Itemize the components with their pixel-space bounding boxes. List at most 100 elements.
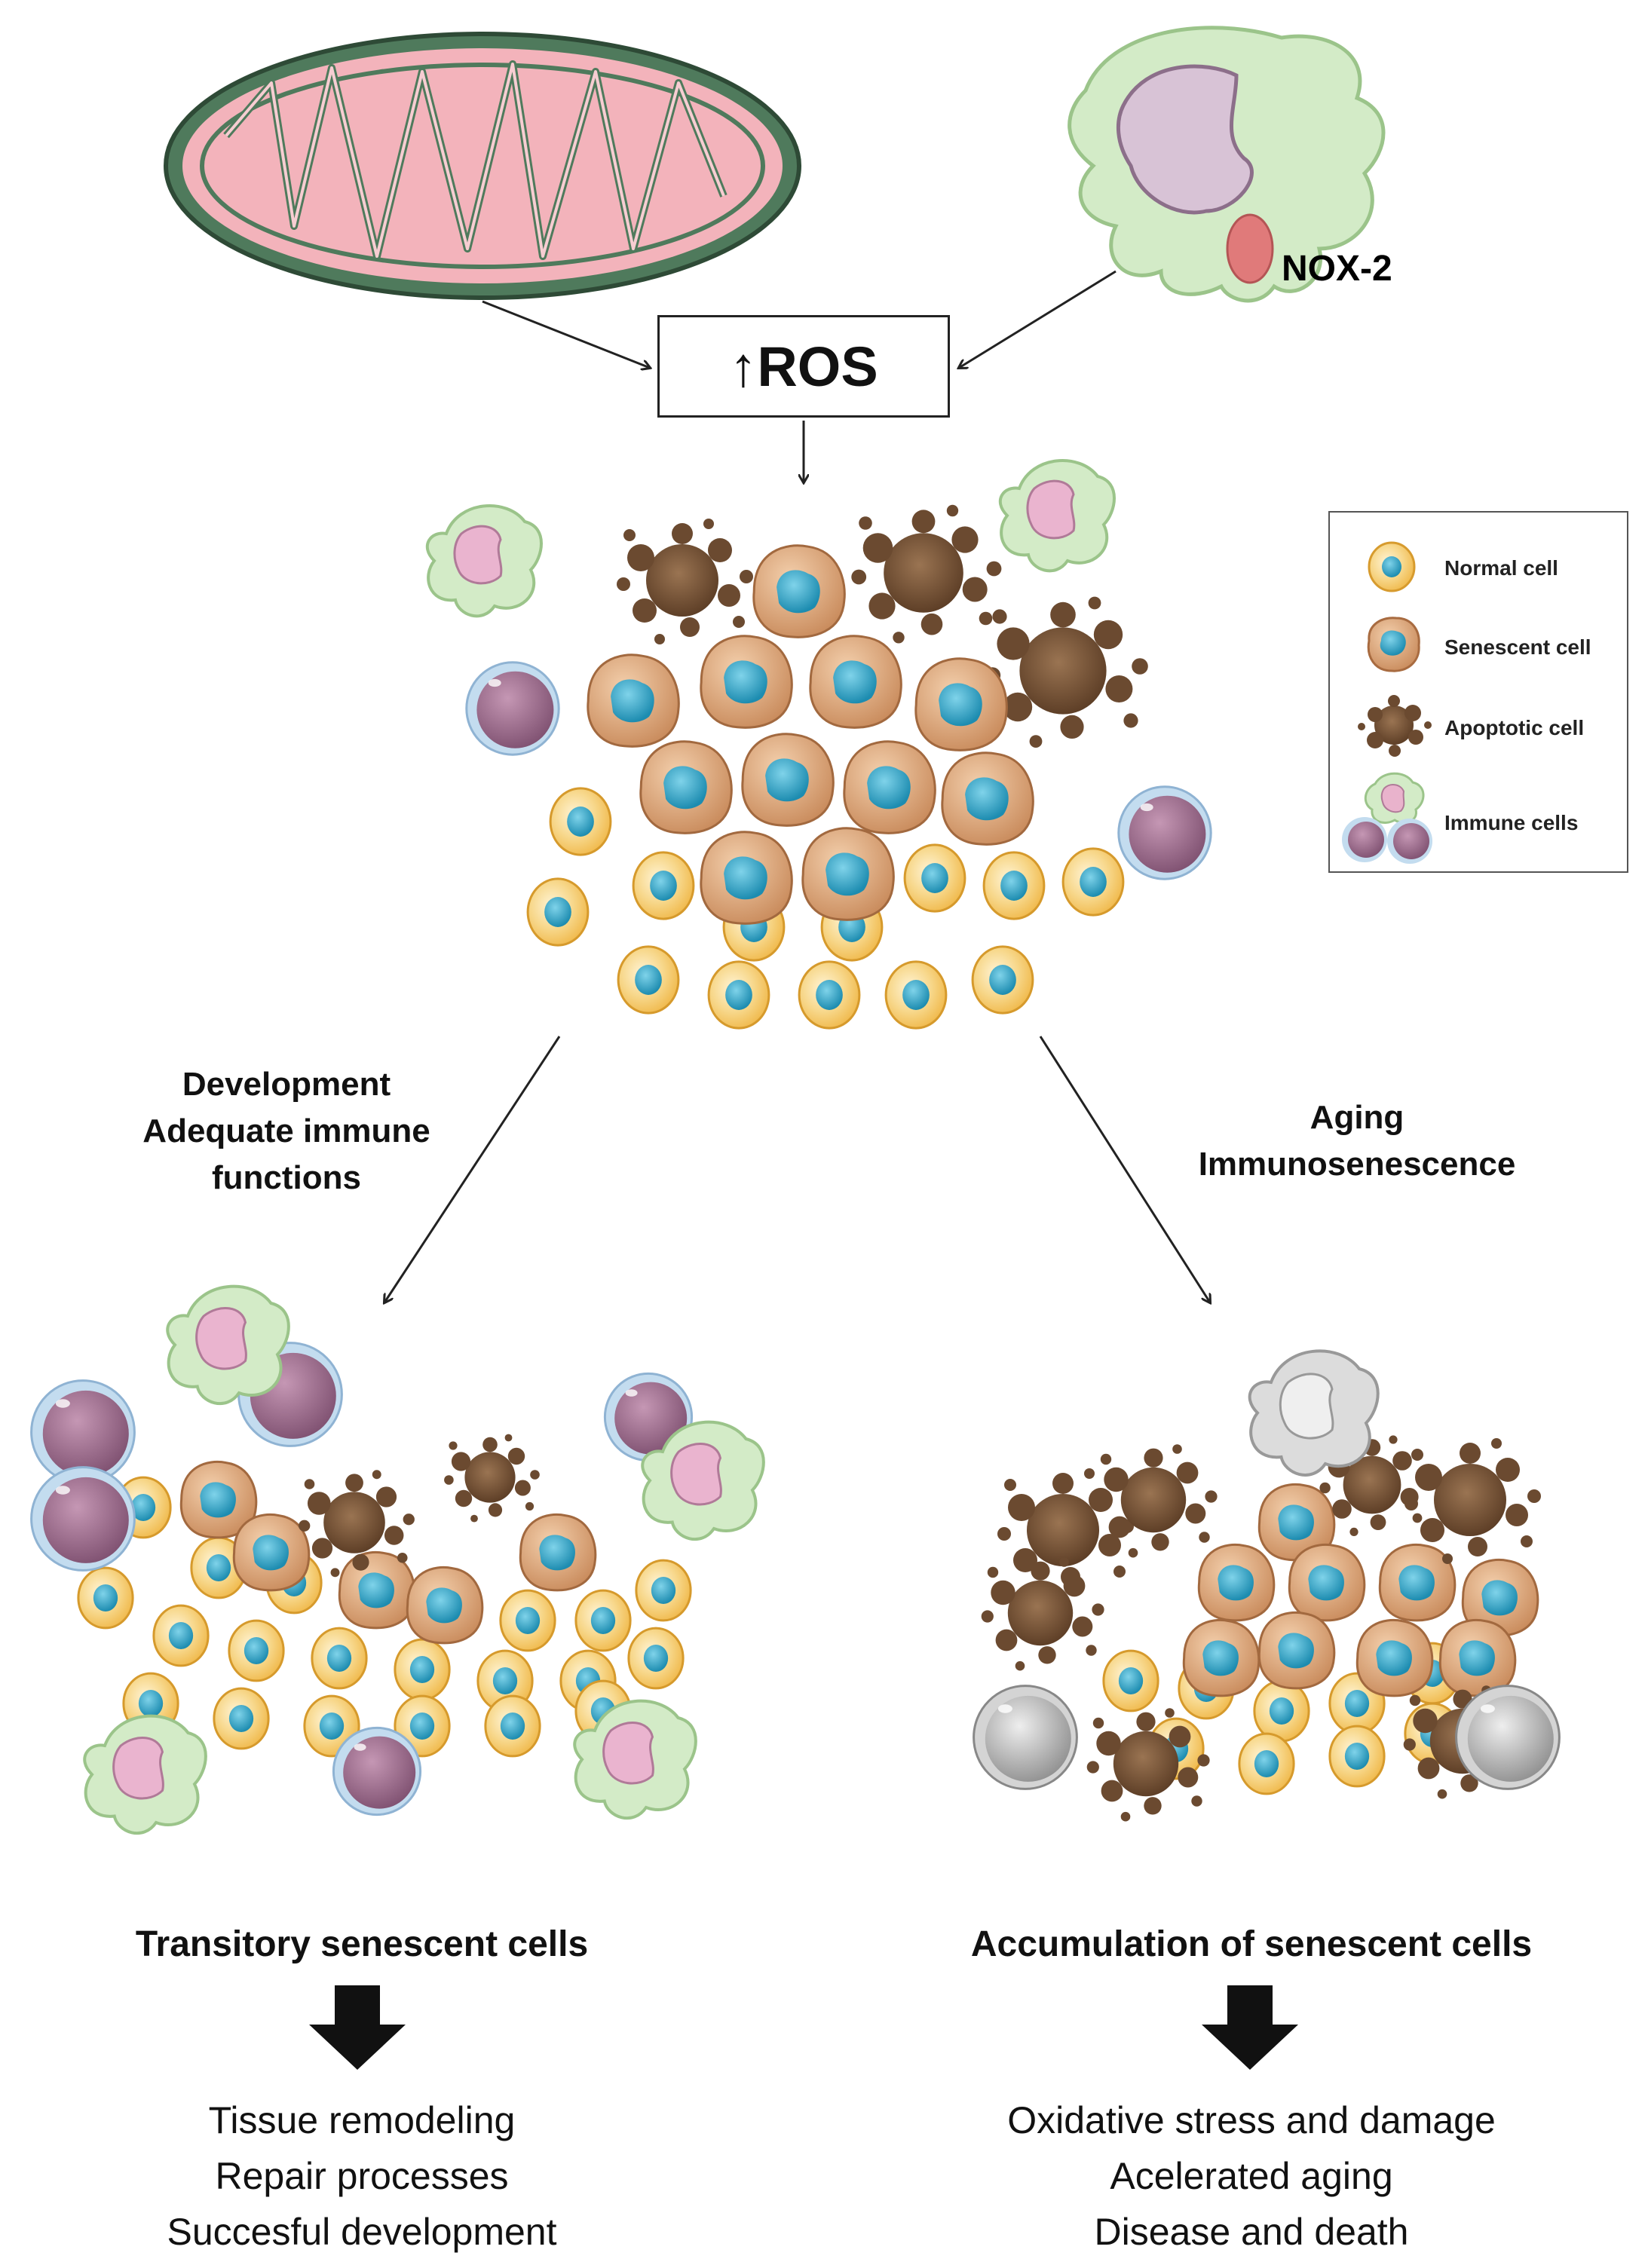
- normal-cell: [499, 1589, 556, 1652]
- senescent-cell: [179, 1460, 258, 1539]
- left-condition-line: Adequate immune: [142, 1113, 430, 1149]
- senescent-cell: [1378, 1543, 1457, 1622]
- central-tissue: [425, 459, 1212, 1030]
- right-condition-line: Aging: [1310, 1099, 1404, 1136]
- normal-cell: [152, 1604, 210, 1667]
- right-outcome: Disease and death: [1094, 2211, 1409, 2253]
- right-tissue: [973, 1349, 1561, 1822]
- senescent-cell: [338, 1550, 416, 1630]
- lymphocyte: [332, 1726, 422, 1817]
- lymphocyte: [30, 1466, 136, 1572]
- lymphocyte: [465, 661, 560, 756]
- macrophage: [166, 1284, 290, 1406]
- right-result-title: Accumulation of senescent cells: [970, 1924, 1533, 1964]
- normal-cell: [77, 1566, 134, 1630]
- lymphocyte: [30, 1379, 136, 1485]
- normal-cell: [798, 960, 861, 1030]
- right-outcomes: Oxidative stress and damage Acelerated a…: [905, 2092, 1598, 2260]
- arrow-nox-to-ros: [959, 270, 1117, 368]
- right-outcome: Oxidative stress and damage: [1007, 2099, 1496, 2141]
- normal-cell: [1102, 1649, 1159, 1712]
- legend-item-immune: Immune cells: [1330, 769, 1627, 867]
- senescent-cell: [700, 831, 793, 925]
- left-outcome: Repair processes: [215, 2155, 509, 2197]
- left-condition-line: functions: [212, 1159, 361, 1196]
- normal-cell-icon: [1368, 541, 1416, 592]
- senescent-cell: [1288, 1543, 1366, 1622]
- macrophage: [83, 1714, 207, 1835]
- normal-cell: [617, 945, 680, 1015]
- right-outcome: Acelerated aging: [1110, 2155, 1393, 2197]
- normal-cell: [1061, 847, 1125, 917]
- arrow-mito-to-ros: [482, 300, 650, 368]
- normal-cell: [903, 843, 966, 913]
- apoptotic-cell: [997, 1468, 1134, 1594]
- legend-label: Immune cells: [1444, 811, 1579, 834]
- senescent-cell: [843, 740, 936, 834]
- mitochondrion-icon: [164, 32, 801, 300]
- apoptotic-cell: [1404, 1438, 1541, 1564]
- senescent-cell: [914, 657, 1008, 751]
- legend-label: Normal cell: [1444, 556, 1558, 580]
- right-condition: Aging Immunosenescence: [1131, 1094, 1583, 1188]
- senescent-cell: [752, 544, 846, 638]
- normal-cell: [1328, 1725, 1386, 1788]
- apoptotic-cell: [851, 504, 1002, 644]
- apoptotic-cell: [984, 596, 1148, 748]
- senescent-cell: [1438, 1618, 1517, 1697]
- senescent-cell-icon: [1367, 617, 1420, 672]
- ros-box: ↑ROS: [657, 315, 950, 418]
- left-condition: Development Adequate immune functions: [98, 1061, 475, 1201]
- arrow-left-branch: [384, 1036, 561, 1302]
- down-arrow-left: [309, 1985, 406, 2070]
- legend: Normal cell Senescent cell Apoptotic cel…: [1328, 511, 1628, 873]
- senescent-cell: [1197, 1543, 1276, 1622]
- arrow-right-branch: [1039, 1036, 1210, 1302]
- right-condition-line: Immunosenescence: [1198, 1146, 1516, 1183]
- senescent-cell: [232, 1513, 311, 1592]
- senescent-cell: [519, 1513, 597, 1592]
- down-arrow-right: [1202, 1985, 1298, 2070]
- normal-cell: [484, 1694, 541, 1758]
- senescent-cell: [587, 653, 680, 748]
- senescent-cell: [1182, 1618, 1261, 1697]
- senescent-cell: [1257, 1611, 1336, 1690]
- left-outcomes: Tissue remodeling Repair processes Succe…: [45, 2092, 678, 2260]
- normal-cell: [627, 1627, 685, 1690]
- normal-cell: [884, 960, 948, 1030]
- normal-cell: [1238, 1732, 1295, 1795]
- senescent-cell: [801, 827, 895, 921]
- normal-cell: [228, 1619, 285, 1682]
- apoptotic-cell: [981, 1557, 1104, 1671]
- senescent-cell: [941, 751, 1034, 846]
- normal-cell: [394, 1638, 451, 1701]
- senescent-cell: [406, 1566, 484, 1645]
- nox2-enzyme-icon: [1226, 213, 1274, 284]
- normal-cell: [971, 945, 1034, 1015]
- normal-cell: [190, 1536, 247, 1599]
- legend-item-apoptotic: Apoptotic cell: [1330, 687, 1627, 763]
- normal-cell: [311, 1627, 368, 1690]
- legend-item-senescent: Senescent cell: [1330, 607, 1627, 682]
- immune-cells-icon: [1342, 772, 1432, 864]
- macrophage: [998, 459, 1116, 573]
- nox2-label: NOX-2: [1282, 249, 1392, 289]
- macrophage: [641, 1420, 765, 1541]
- left-result-title: Transitory senescent cells: [135, 1924, 589, 1964]
- macrophage-icon: [1068, 26, 1386, 303]
- apoptotic-cell: [1094, 1444, 1218, 1558]
- senescent-cell: [639, 740, 733, 834]
- apoptotic-cell: [299, 1470, 415, 1578]
- macrophage: [573, 1699, 697, 1820]
- macrophage: [425, 504, 543, 618]
- lymphocyte: [1117, 785, 1212, 880]
- left-outcome: Succesful development: [167, 2211, 557, 2253]
- legend-item-normal: Normal cell: [1330, 528, 1627, 603]
- senescent-cell: [809, 635, 902, 729]
- left-tissue: [30, 1284, 765, 1835]
- normal-cell: [574, 1589, 632, 1652]
- left-condition-line: Development: [182, 1066, 391, 1103]
- normal-cell: [526, 877, 590, 947]
- aged-lymphocyte: [1455, 1685, 1561, 1790]
